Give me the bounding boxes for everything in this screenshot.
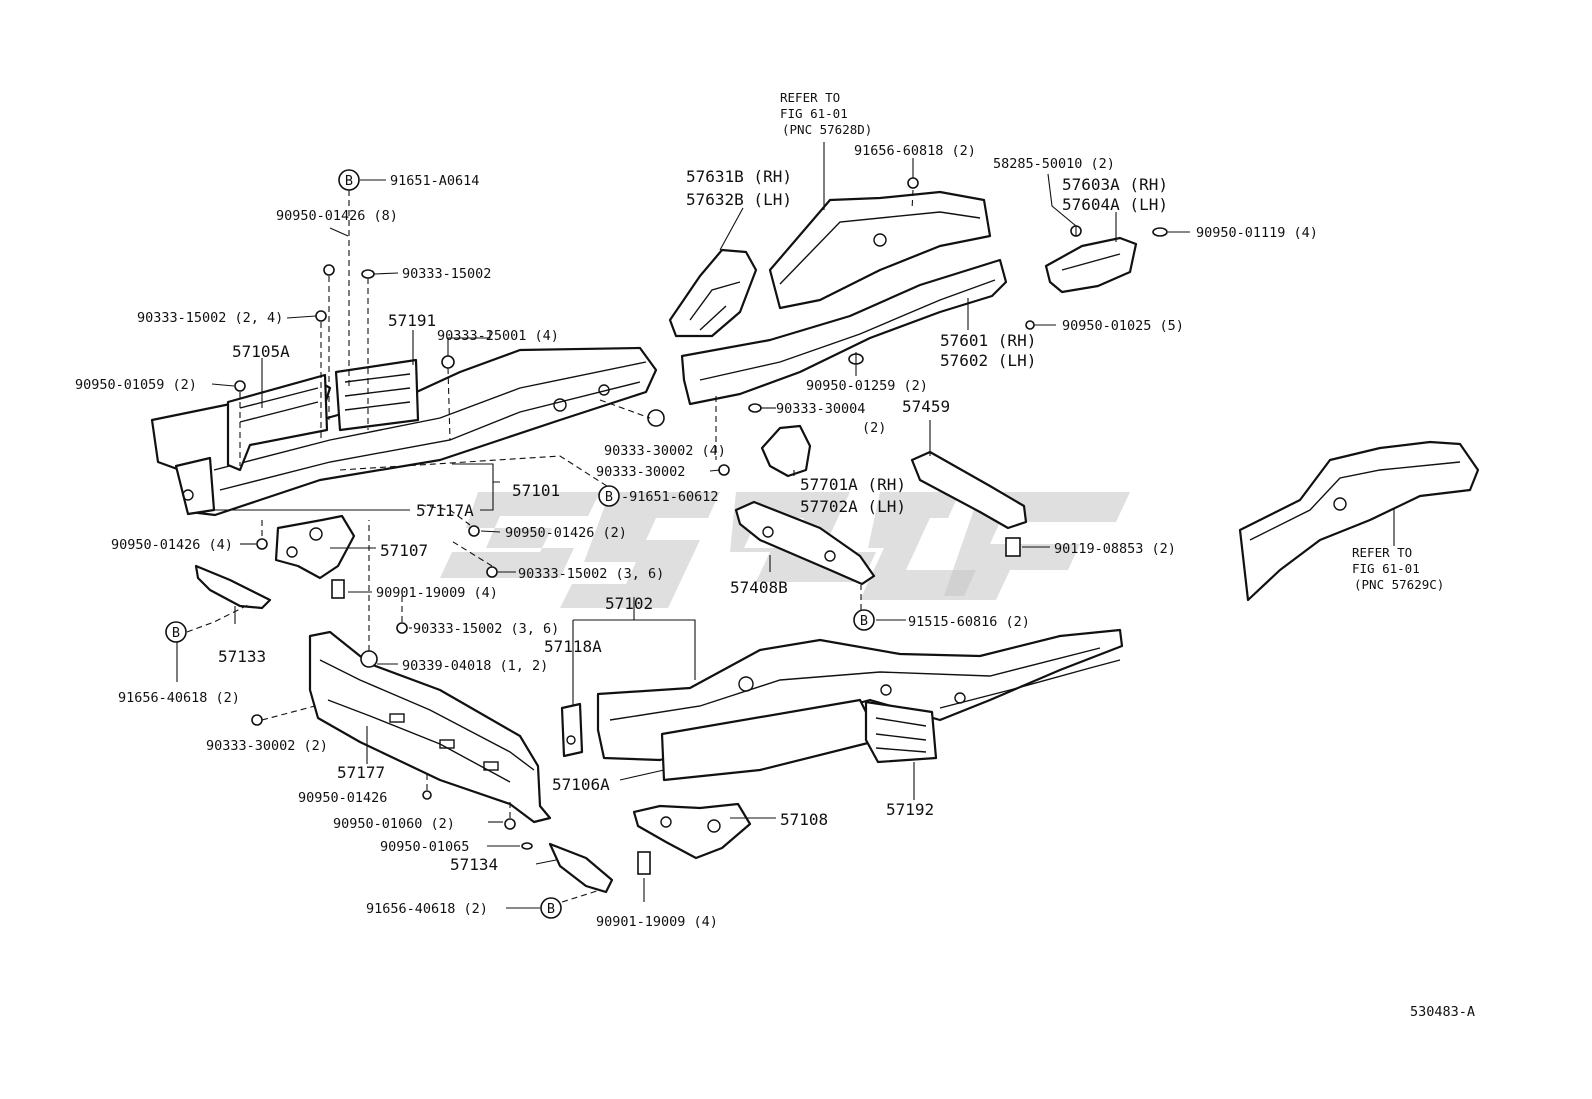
- label-57192: 57192: [886, 800, 934, 819]
- label-91656-40618-b: 91656-40618 (2): [366, 901, 488, 917]
- label-90333-25001: 90333-25001 (4): [437, 328, 559, 344]
- label-57604A: 57604A (LH): [1062, 195, 1168, 214]
- label-91515-60816: 91515-60816 (2): [908, 614, 1030, 630]
- mount-bracket-57108: [632, 802, 752, 860]
- label-57108: 57108: [780, 810, 828, 829]
- label-90333-15002-3-6a: 90333-15002 (3, 6): [518, 566, 664, 582]
- diagram-id: 530483-A: [1410, 1004, 1475, 1020]
- bracket-57192: [864, 700, 938, 764]
- label-90901-19009-b: 90901-19009 (4): [596, 914, 718, 930]
- side-member-57631B: [668, 248, 758, 338]
- label-90339-04018: 90339-04018 (1, 2): [402, 658, 548, 674]
- refer-to-upper-1: REFER TO: [780, 90, 840, 105]
- label-90333-30002: 90333-30002: [596, 464, 685, 480]
- label-90333-15002: 90333-15002: [402, 266, 491, 282]
- bracket-57118A: [560, 702, 584, 758]
- label-57459: 57459: [902, 397, 950, 416]
- hardware-fasteners: [234, 177, 1168, 875]
- label-57105A: 57105A: [232, 342, 290, 361]
- label-90950-01259: 90950-01259 (2): [806, 378, 928, 394]
- label-57102: 57102: [605, 594, 653, 613]
- circle-b-marker: B: [338, 169, 360, 191]
- svg-text:B: B: [860, 613, 868, 629]
- refer-to-right-1: REFER TO: [1352, 545, 1412, 560]
- label-90333-30004-qty: (2): [862, 420, 886, 436]
- brace-57408B: [734, 500, 876, 586]
- label-57107: 57107: [380, 541, 428, 560]
- shield-57134: [548, 842, 614, 894]
- circle-b-marker: B: [598, 485, 620, 507]
- refer-to-upper-3: (PNC 57628D): [782, 122, 872, 137]
- label-57702A: 57702A (LH): [800, 497, 906, 516]
- label-90333-30002-4: 90333-30002 (4): [604, 443, 726, 459]
- label-91651-60612: -91651-60612: [621, 489, 719, 505]
- leader-lines: [176, 142, 1395, 909]
- svg-text:B: B: [345, 173, 353, 189]
- label-57602: 57602 (LH): [940, 351, 1036, 370]
- svg-text:B: B: [547, 901, 555, 917]
- label-90333-30004: 90333-30004: [776, 401, 865, 417]
- refer-to-right-2: FIG 61-01: [1352, 561, 1420, 576]
- label-57603A: 57603A (RH): [1062, 175, 1168, 194]
- label-90119-08853: 90119-08853 (2): [1054, 541, 1176, 557]
- label-90950-01426-2: 90950-01426 (2): [505, 525, 627, 541]
- label-57408B: 57408B: [730, 578, 788, 597]
- label-57191: 57191: [388, 311, 436, 330]
- label-90950-01426: 90950-01426: [298, 790, 387, 806]
- label-57106A: 57106A: [552, 775, 610, 794]
- part-labels: 91651-A0614 90950-01426 (8) 90333-15002 …: [75, 90, 1475, 1020]
- label-57701A: 57701A (RH): [800, 475, 906, 494]
- label-90950-01426-4: 90950-01426 (4): [111, 537, 233, 553]
- rear-frame-57102: [596, 628, 1124, 782]
- mount-bracket-57107: [274, 514, 356, 580]
- brace-57459: [910, 450, 1028, 530]
- bracket-57603A: [1044, 236, 1138, 294]
- refer-to-right-3: (PNC 57629C): [1354, 577, 1444, 592]
- label-90950-01060: 90950-01060 (2): [333, 816, 455, 832]
- label-57101: 57101: [512, 481, 560, 500]
- shield-57133: [194, 564, 272, 610]
- label-57632B: 57632B (LH): [686, 190, 792, 209]
- label-90950-01059: 90950-01059 (2): [75, 377, 197, 393]
- label-90901-19009-a: 90901-19009 (4): [376, 585, 498, 601]
- front-frame-rail-57101: [150, 346, 658, 517]
- circled-b-markers: B B B B B: [165, 169, 875, 919]
- label-90333-30002-2: 90333-30002 (2): [206, 738, 328, 754]
- label-90950-01119: 90950-01119 (4): [1196, 225, 1318, 241]
- label-57631B: 57631B (RH): [686, 167, 792, 186]
- label-90333-15002-3-6b: 90333-15002 (3, 6): [413, 621, 559, 637]
- label-90950-01025: 90950-01025 (5): [1062, 318, 1184, 334]
- label-57118A: 57118A: [544, 637, 602, 656]
- crossmember-57177: [308, 630, 552, 824]
- bracket-57701A: [760, 424, 812, 478]
- label-90950-01065: 90950-01065: [380, 839, 469, 855]
- label-90950-01426-8: 90950-01426 (8): [276, 208, 398, 224]
- label-91656-60818: 91656-60818 (2): [854, 143, 976, 159]
- circle-b-marker: B: [165, 621, 187, 643]
- svg-text:B: B: [172, 625, 180, 641]
- label-57134: 57134: [450, 855, 498, 874]
- label-57133: 57133: [218, 647, 266, 666]
- label-58285-50010: 58285-50010 (2): [993, 156, 1115, 172]
- label-90333-15002-2-4: 90333-15002 (2, 4): [137, 310, 283, 326]
- label-57601: 57601 (RH): [940, 331, 1036, 350]
- label-57117A: 57117A: [416, 501, 474, 520]
- side-member-57601: [680, 190, 1008, 406]
- label-91656-40618-a: 91656-40618 (2): [118, 690, 240, 706]
- svg-text:B: B: [605, 489, 613, 505]
- circle-b-marker: B: [540, 897, 562, 919]
- bracket-57105A: [226, 373, 329, 472]
- circle-b-marker: B: [853, 609, 875, 631]
- label-91651-A0614: 91651-A0614: [390, 173, 479, 189]
- refer-to-upper-2: FIG 61-01: [780, 106, 848, 121]
- rear-side-member-right: [1238, 440, 1480, 602]
- label-57177: 57177: [337, 763, 385, 782]
